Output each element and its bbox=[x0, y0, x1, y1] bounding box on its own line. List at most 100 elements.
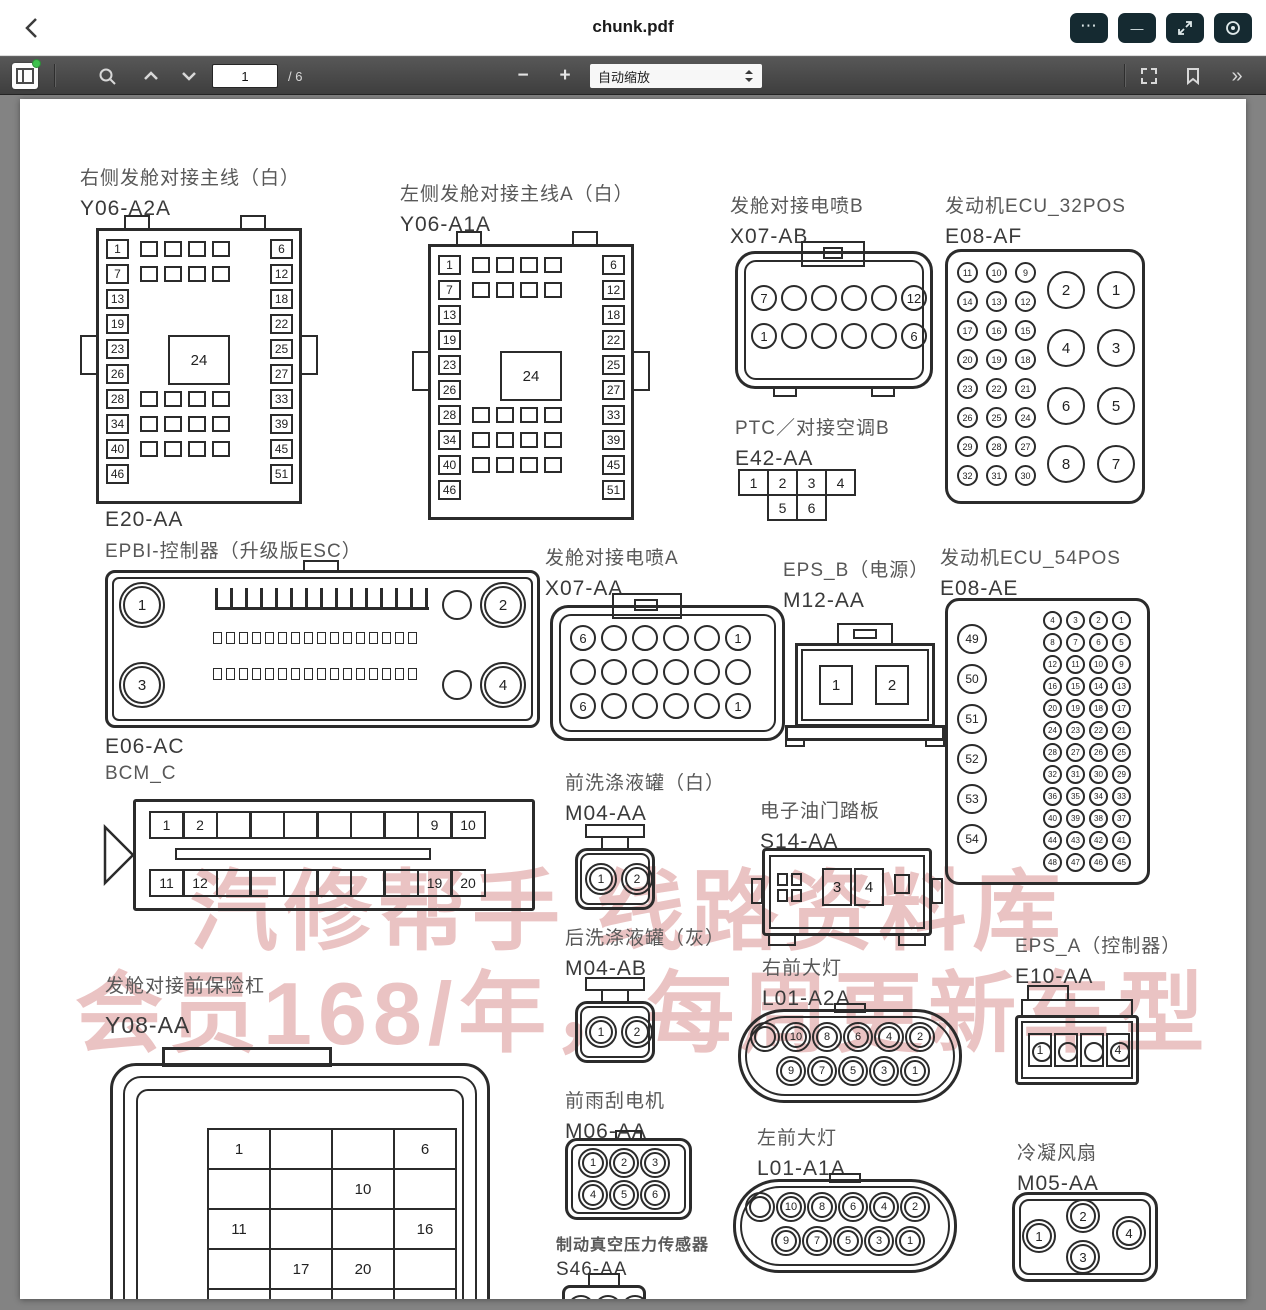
back-chevron-icon bbox=[25, 18, 37, 38]
bookmark-button[interactable] bbox=[1180, 63, 1206, 89]
pin: 11 bbox=[207, 1208, 271, 1250]
deco-cell bbox=[226, 632, 235, 644]
wedge bbox=[103, 823, 135, 887]
pin-24: 24 bbox=[500, 351, 562, 401]
pin: 32 bbox=[1043, 765, 1062, 784]
pin: 10 bbox=[1089, 655, 1108, 674]
deco-cell bbox=[725, 659, 751, 685]
more-options-button[interactable]: ⋯ bbox=[1070, 13, 1108, 43]
pin: 1 bbox=[438, 255, 461, 275]
previous-page-button[interactable] bbox=[138, 63, 164, 89]
pin: 53 bbox=[957, 784, 987, 814]
deco-cell bbox=[317, 632, 326, 644]
toolbar-divider bbox=[1124, 64, 1125, 87]
pin: 30 bbox=[1089, 765, 1108, 784]
pin: 22 bbox=[1089, 721, 1108, 740]
housing bbox=[110, 1063, 490, 1299]
mid-housing bbox=[123, 1076, 477, 1299]
diagram-m05-aa: 冷凝风扇 M05-AA 1 2 3 4 bbox=[1012, 1138, 1158, 1282]
pin: 22 bbox=[270, 314, 293, 334]
expand-button[interactable] bbox=[1166, 13, 1204, 43]
pin: 9 bbox=[1112, 655, 1131, 674]
sidebar-toggle-button[interactable] bbox=[12, 59, 41, 89]
pin bbox=[663, 625, 689, 651]
housing bbox=[133, 799, 535, 911]
pin: 13 bbox=[986, 291, 1007, 312]
pin: 28 bbox=[438, 405, 461, 425]
pin: 3 bbox=[1066, 611, 1085, 630]
diagram-title: 左侧发舱对接主线A（白） bbox=[400, 184, 634, 205]
pin: 4 bbox=[1106, 1033, 1130, 1067]
search-icon bbox=[99, 68, 116, 85]
pin: 3 bbox=[640, 1148, 670, 1178]
minimize-button[interactable]: — bbox=[1118, 13, 1156, 43]
deco-cell bbox=[188, 241, 206, 257]
record-icon bbox=[1226, 21, 1240, 35]
pin: 4 bbox=[578, 1180, 608, 1210]
pin: 2 bbox=[182, 811, 218, 839]
search-button[interactable] bbox=[94, 63, 120, 89]
pin: 6 bbox=[602, 255, 625, 275]
latch bbox=[612, 593, 682, 619]
diagram-code: X07-AB bbox=[730, 225, 809, 248]
pin-2: 2 bbox=[1066, 1199, 1100, 1233]
presentation-mode-button[interactable] bbox=[1136, 63, 1162, 89]
deco-cell bbox=[382, 668, 391, 680]
next-page-button[interactable] bbox=[176, 63, 202, 89]
pin: 26 bbox=[393, 1288, 457, 1299]
deco-cell bbox=[544, 282, 562, 298]
pin: 25 bbox=[602, 355, 625, 375]
foot bbox=[768, 934, 796, 946]
secondary-toolbar-button[interactable]: » bbox=[1224, 63, 1250, 89]
pin: 1 bbox=[1028, 1033, 1052, 1067]
inner-housing bbox=[580, 1006, 650, 1058]
pin-4: 4 bbox=[854, 868, 884, 906]
pin: 3 bbox=[869, 1056, 899, 1086]
pin: 48 bbox=[1043, 853, 1062, 872]
pin: 20 bbox=[1043, 699, 1062, 718]
pin: 8 bbox=[812, 1022, 842, 1052]
pin: 51 bbox=[957, 704, 987, 734]
pin: 54 bbox=[957, 824, 987, 854]
tab-inner bbox=[853, 629, 877, 639]
pin: 28 bbox=[1043, 743, 1062, 762]
pin bbox=[694, 693, 720, 719]
back-button[interactable] bbox=[18, 14, 46, 42]
wing bbox=[632, 351, 650, 391]
pin: 2 bbox=[609, 1148, 639, 1178]
pin: 27 bbox=[602, 380, 625, 400]
zoom-select[interactable]: 自动缩放 bbox=[590, 64, 762, 88]
page-number-input[interactable] bbox=[212, 64, 278, 88]
pin-4: 4 bbox=[480, 662, 526, 708]
page-count-label: / 6 bbox=[288, 69, 303, 84]
pdf-viewer-area[interactable]: 汽修帮手 线路资料库 会员168/年，每周更新车型 右侧发舱对接主线（白） Y0… bbox=[0, 95, 1266, 1310]
deco-row bbox=[472, 407, 562, 423]
zoom-out-button[interactable]: − bbox=[510, 63, 536, 89]
diagram-title: 发动机ECU_54POS bbox=[940, 548, 1121, 569]
diagram-title: 发动机ECU_32POS bbox=[945, 196, 1126, 217]
pin: 31 bbox=[1066, 765, 1085, 784]
deco-row bbox=[472, 457, 562, 473]
pin: 37 bbox=[1112, 809, 1131, 828]
zoom-in-button[interactable]: + bbox=[552, 63, 578, 89]
pin: 24 bbox=[1015, 407, 1036, 428]
pin: 2 bbox=[1047, 271, 1085, 309]
diagram-code: L01-A1A bbox=[757, 1157, 846, 1180]
pin bbox=[215, 869, 252, 897]
record-button[interactable] bbox=[1214, 13, 1252, 43]
pin: 1 bbox=[207, 1128, 271, 1170]
pin: 4 bbox=[1043, 611, 1062, 630]
pin: 6 bbox=[796, 494, 827, 521]
